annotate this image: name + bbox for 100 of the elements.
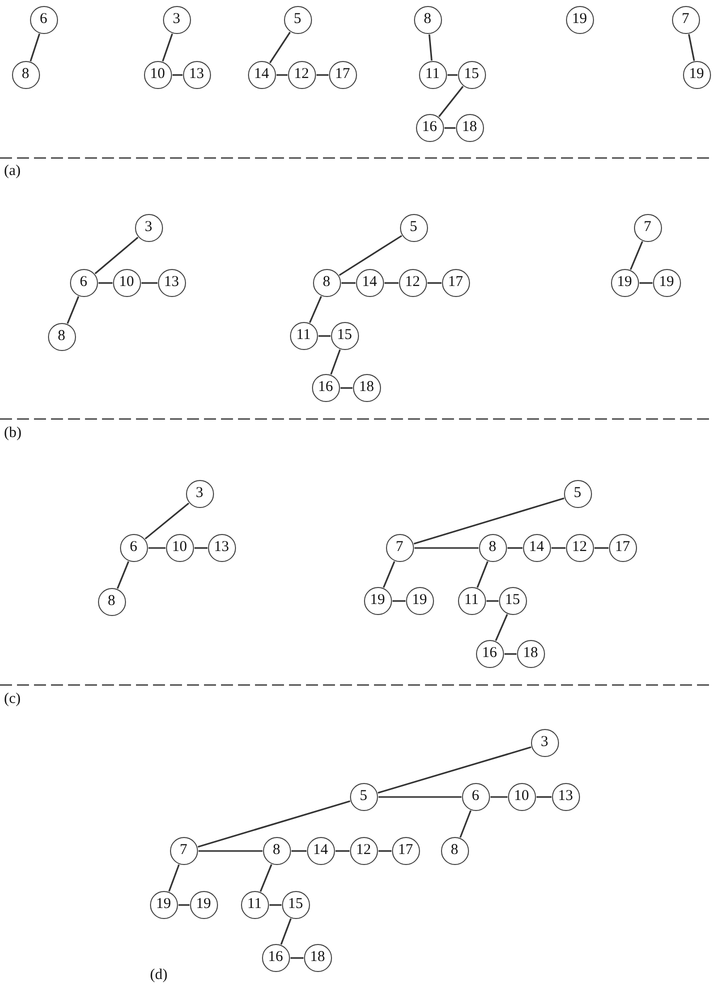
tree-link [428, 34, 432, 61]
tree-node [400, 214, 428, 242]
node-key: 5 [360, 789, 368, 804]
node-key: 8 [22, 67, 30, 82]
tree-node [364, 586, 392, 614]
node-key: 8 [322, 275, 330, 290]
tree-link [490, 796, 508, 798]
tree-node [190, 890, 218, 918]
node-key: 5 [574, 486, 582, 501]
tree-link [330, 349, 341, 375]
tree-node [478, 534, 506, 562]
tree-node [608, 534, 636, 562]
node-key: 8 [424, 12, 432, 27]
node-key: 16 [268, 950, 283, 965]
node-key: 13 [164, 275, 179, 290]
tree-link [276, 74, 288, 76]
tree-link [392, 600, 406, 602]
node-key: 7 [180, 843, 188, 858]
tree-node [682, 60, 710, 88]
node-key: 10 [172, 540, 187, 555]
node-key: 6 [130, 540, 138, 555]
tree-node [166, 534, 194, 562]
panel-label: (b) [4, 426, 22, 441]
tree-link [98, 282, 112, 284]
node-key: 8 [450, 843, 458, 858]
tree-link [382, 561, 396, 588]
tree-link [438, 86, 464, 118]
node-key: 14 [313, 843, 328, 858]
tree-link [460, 810, 472, 838]
tree-link [504, 653, 516, 655]
node-key: 13 [189, 67, 204, 82]
tree-node [186, 480, 214, 508]
tree-link [495, 614, 508, 642]
tree-node [356, 268, 384, 296]
node-key: 10 [514, 789, 529, 804]
tree-link [144, 502, 190, 540]
tree-node [312, 374, 340, 402]
tree-node [498, 586, 526, 614]
node-key: 13 [214, 540, 229, 555]
tree-node [162, 6, 190, 34]
tree-link [94, 236, 138, 274]
node-key: 17 [615, 540, 630, 555]
node-key: 5 [294, 12, 302, 27]
tree-link [414, 547, 478, 549]
tree-node [530, 728, 558, 756]
node-key: 15 [288, 897, 303, 912]
tree-node [290, 322, 318, 350]
tree-node [262, 944, 290, 972]
tree-node [352, 374, 380, 402]
node-key: 19 [572, 12, 587, 27]
node-key: 16 [482, 646, 497, 661]
tree-link [194, 547, 208, 549]
tree-node [386, 534, 414, 562]
tree-node [398, 268, 426, 296]
tree-link [444, 127, 456, 129]
node-key: 8 [272, 843, 280, 858]
node-key: 11 [425, 67, 440, 82]
tree-node [672, 6, 700, 34]
tree-node [98, 588, 126, 616]
tree-node [282, 890, 310, 918]
node-key: 7 [644, 220, 652, 235]
tree-node [262, 836, 290, 864]
tree-node [416, 114, 444, 142]
panel-label: (a) [4, 164, 21, 179]
tree-node [330, 322, 358, 350]
node-key: 3 [540, 735, 548, 750]
tree-link [290, 957, 304, 959]
tree-node [328, 60, 356, 88]
tree-link [536, 796, 552, 798]
tree-link [30, 34, 40, 62]
node-key: 18 [462, 120, 477, 135]
tree-link [486, 600, 498, 602]
tree-node [458, 60, 486, 88]
tree-link [336, 850, 350, 852]
tree-link [178, 904, 190, 906]
panel-label: (d) [150, 968, 168, 983]
node-key: 3 [144, 220, 152, 235]
tree-node [522, 534, 550, 562]
tree-node [634, 214, 662, 242]
tree-node [392, 836, 420, 864]
tree-link [148, 547, 166, 549]
node-key: 14 [254, 67, 269, 82]
node-key: 19 [689, 67, 704, 82]
tree-link [198, 850, 262, 852]
tree-node [208, 534, 236, 562]
tree-link [630, 241, 644, 270]
tree-link [688, 34, 695, 61]
tree-link [142, 282, 158, 284]
tree-link [508, 547, 522, 549]
node-key: 10 [119, 275, 134, 290]
tree-node [350, 836, 378, 864]
tree-link [640, 282, 652, 284]
tree-node [304, 944, 332, 972]
node-key: 19 [370, 593, 385, 608]
tree-link [162, 33, 174, 62]
node-key: 6 [80, 275, 88, 290]
node-key: 17 [448, 275, 463, 290]
tree-node [170, 836, 198, 864]
node-key: 12 [572, 540, 587, 555]
node-key: 18 [310, 950, 325, 965]
